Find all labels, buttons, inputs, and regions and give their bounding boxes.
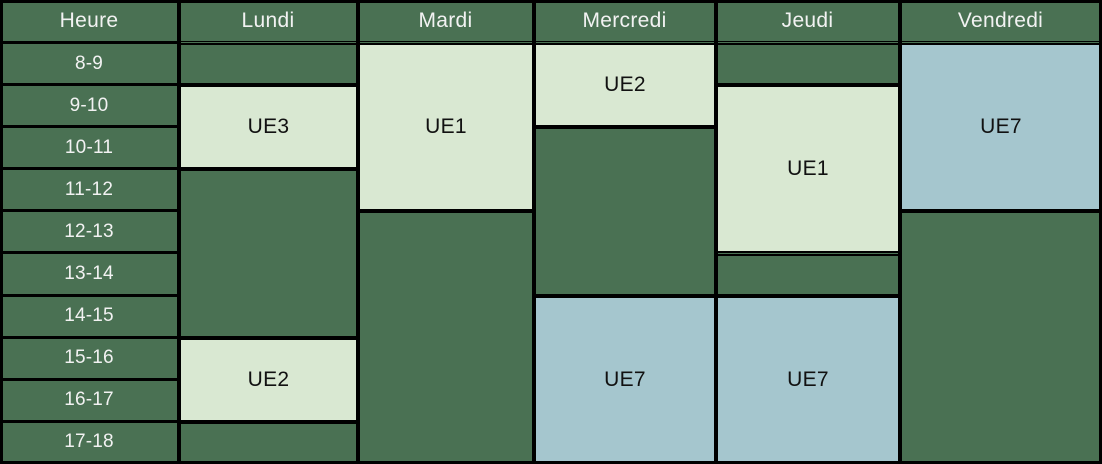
- empty-block[interactable]: [179, 421, 358, 464]
- course-label: UE1: [425, 115, 467, 139]
- hour-label: 9-10: [0, 84, 179, 128]
- column-header-heure: Heure: [0, 0, 179, 43]
- column-header-vendredi: Vendredi: [899, 0, 1102, 43]
- empty-block[interactable]: [900, 211, 1102, 464]
- empty-block[interactable]: [179, 169, 358, 338]
- course-block[interactable]: UE7: [900, 43, 1102, 212]
- course-label: UE2: [604, 73, 646, 97]
- empty-block[interactable]: [179, 43, 358, 86]
- hour-label: 12-13: [0, 210, 179, 254]
- course-label: UE7: [787, 367, 829, 391]
- course-block[interactable]: UE1: [358, 43, 534, 212]
- hour-label: 14-15: [0, 294, 179, 338]
- empty-block[interactable]: [716, 43, 900, 86]
- course-block[interactable]: UE3: [179, 85, 358, 170]
- course-label: UE7: [980, 115, 1022, 139]
- empty-block[interactable]: [534, 127, 716, 296]
- hour-label: 11-12: [0, 168, 179, 212]
- empty-block[interactable]: [358, 211, 534, 464]
- hour-label: 8-9: [0, 42, 179, 86]
- course-block[interactable]: UE2: [534, 43, 716, 128]
- course-label: UE1: [787, 157, 829, 181]
- course-label: UE3: [247, 115, 290, 139]
- course-block[interactable]: UE7: [716, 295, 900, 464]
- course-block[interactable]: UE1: [716, 85, 900, 254]
- hour-label: 17-18: [0, 420, 179, 464]
- hour-label: 13-14: [0, 252, 179, 296]
- course-block[interactable]: UE2: [179, 337, 358, 422]
- empty-block[interactable]: [716, 253, 900, 296]
- hour-label: 10-11: [0, 126, 179, 170]
- hour-label: 16-17: [0, 378, 179, 422]
- course-block[interactable]: UE7: [534, 295, 716, 464]
- course-label: UE7: [604, 367, 646, 391]
- course-label: UE2: [247, 367, 290, 391]
